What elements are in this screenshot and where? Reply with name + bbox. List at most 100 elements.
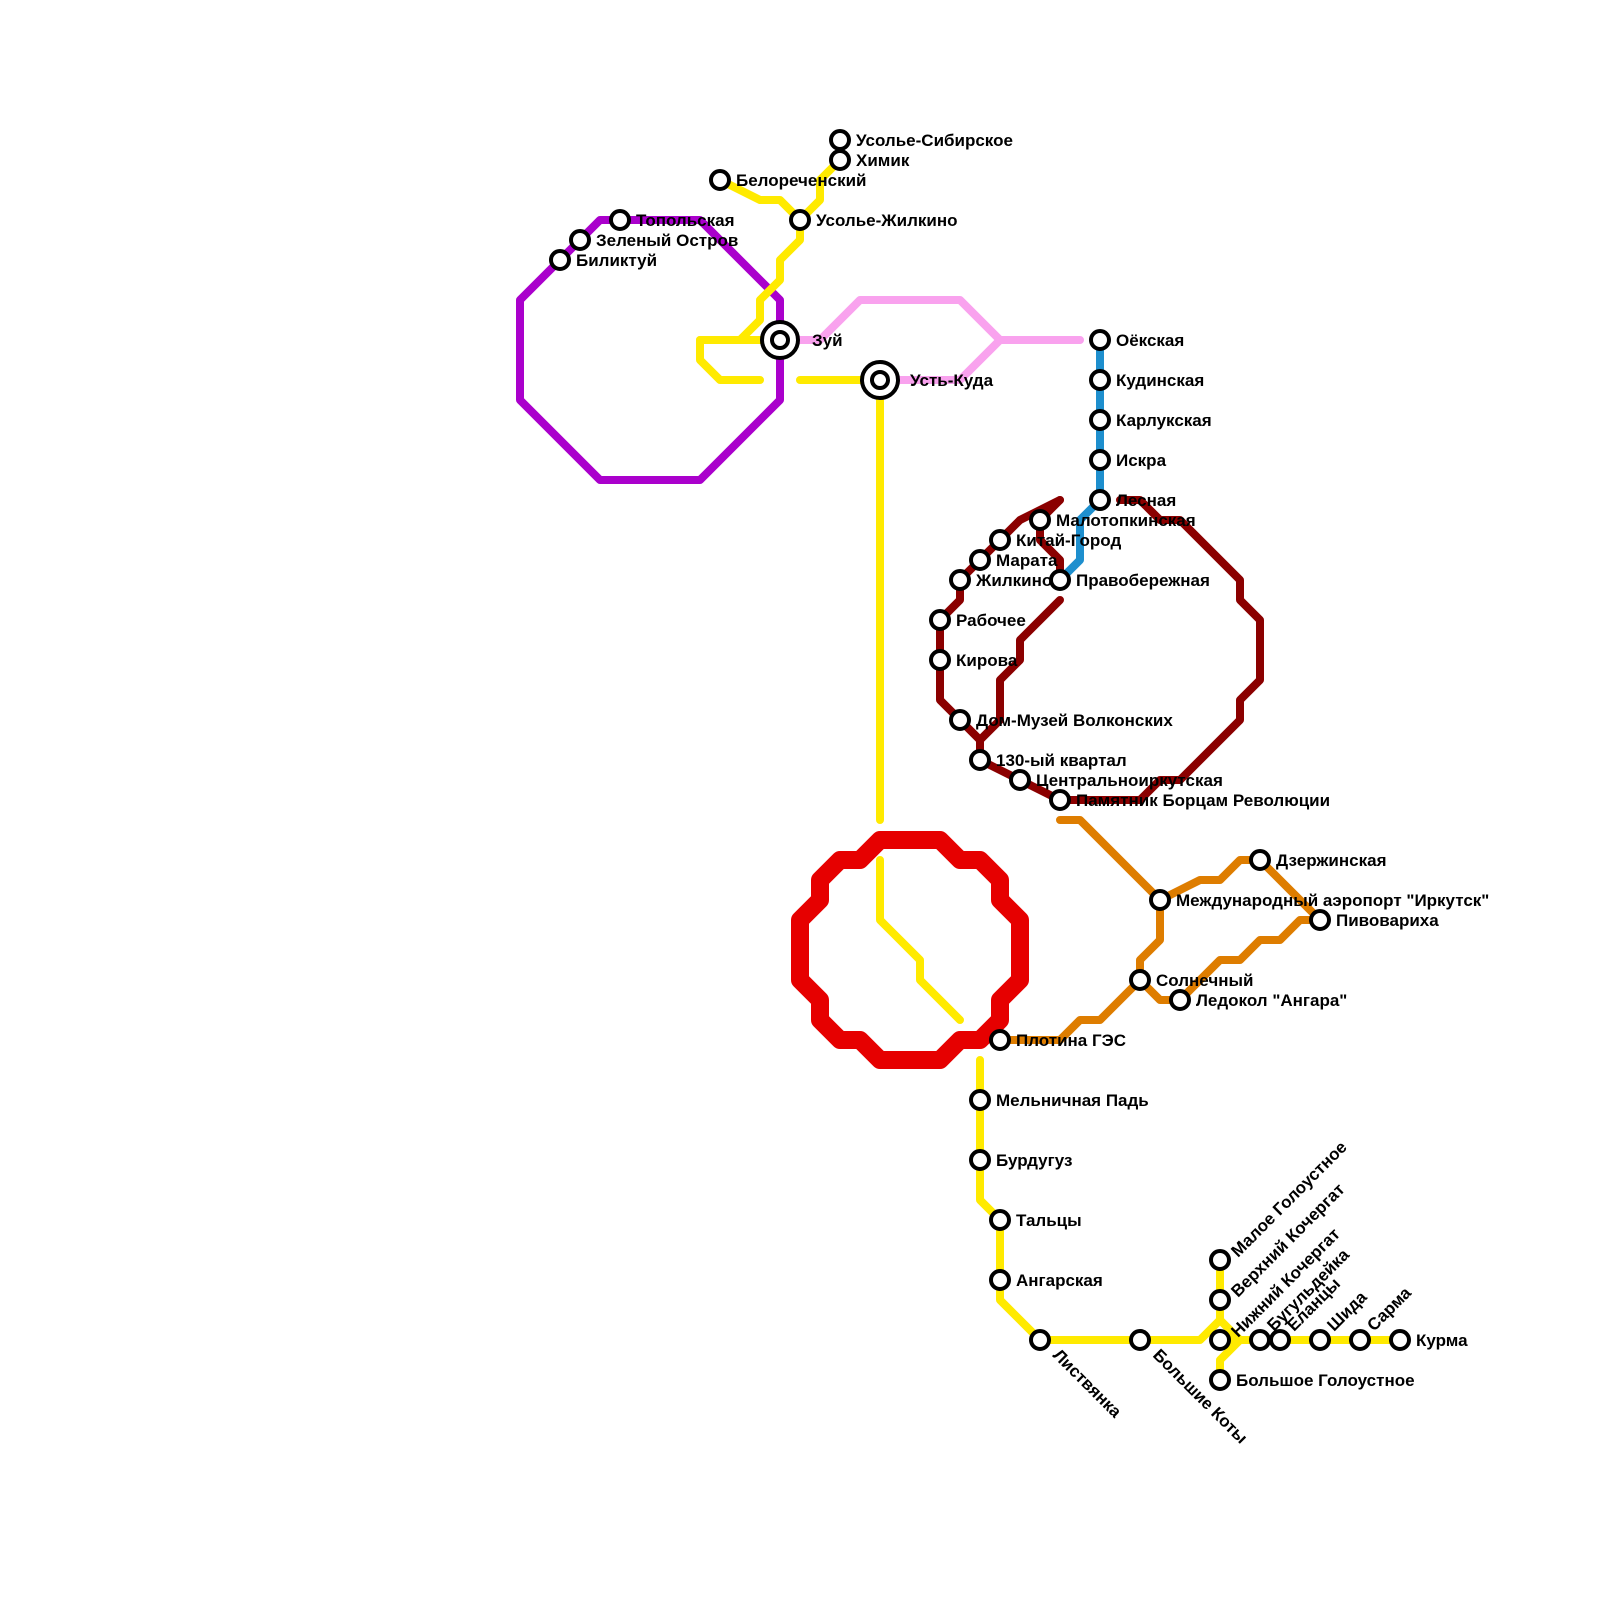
- station-listvyanka[interactable]: [1029, 1329, 1051, 1351]
- station-khimik[interactable]: [829, 149, 851, 171]
- station-plotina-ges[interactable]: [989, 1029, 1011, 1051]
- station-kitay-gorod[interactable]: [989, 529, 1011, 551]
- station-taltsy[interactable]: [989, 1209, 1011, 1231]
- label-oyokskaya: Оёкская: [1116, 331, 1184, 350]
- station-biliktuy[interactable]: [549, 249, 571, 271]
- station-belorechensky[interactable]: [709, 169, 731, 191]
- station-topolskaya[interactable]: [609, 209, 631, 231]
- label-usolye-sibirskoe: Усолье-Сибирское: [856, 131, 1013, 150]
- pink-line-branch: [876, 336, 1004, 384]
- label-kitay-gorod: Китай-Город: [1016, 531, 1121, 550]
- station-sarma[interactable]: [1349, 1329, 1371, 1351]
- label-angarskaya: Ангарская: [1016, 1271, 1103, 1290]
- station-130-kvartal[interactable]: [969, 749, 991, 771]
- station-marata[interactable]: [969, 549, 991, 571]
- station-elantsy[interactable]: [1269, 1329, 1291, 1351]
- orange-line-branch: [1156, 856, 1324, 924]
- station-oyokskaya[interactable]: [1089, 329, 1111, 351]
- interchange-ust-kuda-inner: [870, 370, 890, 390]
- yellow-line-central: [796, 376, 884, 824]
- station-pravoberezhnaya[interactable]: [1049, 569, 1071, 591]
- interchange-zuy-inner: [770, 330, 790, 350]
- station-zhilkino[interactable]: [949, 569, 971, 591]
- pink-line: [776, 296, 1084, 344]
- station-rabochee[interactable]: [929, 609, 951, 631]
- label-khimik: Химик: [856, 151, 910, 170]
- label-kurma: Курма: [1416, 1331, 1468, 1350]
- label-bolshie-koty: Большие Коты: [1149, 1345, 1251, 1447]
- label-biliktuy: Биликтуй: [576, 251, 657, 270]
- label-dom-muzey: Дом-Музей Волконских: [976, 711, 1173, 730]
- station-kudinskaya[interactable]: [1089, 369, 1111, 391]
- station-maloe-goloustnoe[interactable]: [1209, 1249, 1231, 1271]
- label-malotopkinskaya: Малотопкинская: [1056, 511, 1196, 530]
- station-solnechny[interactable]: [1129, 969, 1151, 991]
- label-karlukskaya: Карлукская: [1116, 411, 1212, 430]
- station-pivovarikha[interactable]: [1309, 909, 1331, 931]
- label-bolshoe-goloustnoe: Большое Голоустное: [1236, 1371, 1415, 1390]
- station-usolye-zhilkino[interactable]: [789, 209, 811, 231]
- label-pravoberezhnaya: Правобережная: [1076, 571, 1210, 590]
- label-burdugus: Бурдугуз: [996, 1151, 1072, 1170]
- label-airport: Международный аэропорт "Иркутск": [1176, 891, 1489, 910]
- label-listvyanka: Листвянка: [1049, 1345, 1125, 1421]
- station-kirova[interactable]: [929, 649, 951, 671]
- label-dzerzhinskaya: Дзержинская: [1276, 851, 1386, 870]
- label-solnechny: Солнечный: [1156, 971, 1253, 990]
- station-melnichnaya-pad[interactable]: [969, 1089, 991, 1111]
- station-airport[interactable]: [1149, 889, 1171, 911]
- label-pivovarikha: Пивовариха: [1336, 911, 1439, 930]
- label-belorechensky: Белореченский: [736, 171, 867, 190]
- blue-line: [1056, 336, 1104, 584]
- label-kirova: Кирова: [956, 651, 1018, 670]
- yellow-line-inner: [876, 856, 964, 1024]
- station-bolshie-koty[interactable]: [1129, 1329, 1151, 1351]
- label-zuy: Зуй: [812, 331, 843, 350]
- label-lesnaya: Лесная: [1116, 491, 1176, 510]
- label-melnichnaya-pad: Мельничная Падь: [996, 1091, 1149, 1110]
- station-zeleny-ostrov[interactable]: [569, 229, 591, 251]
- station-iskra[interactable]: [1089, 449, 1111, 471]
- station-shida[interactable]: [1309, 1329, 1331, 1351]
- label-zeleny-ostrov: Зеленый Остров: [596, 231, 738, 250]
- station-verkhny-kochergat[interactable]: [1209, 1289, 1231, 1311]
- red-ring-line: [791, 831, 1029, 1069]
- label-taltsy: Тальцы: [1016, 1211, 1082, 1230]
- label-marata: Марата: [996, 551, 1058, 570]
- station-ledokol[interactable]: [1169, 989, 1191, 1011]
- station-usolye-sibirskoe[interactable]: [829, 129, 851, 151]
- label-sarma: Сарма: [1363, 1283, 1415, 1335]
- label-centralnoirkutskaya: Центральноиркутская: [1036, 771, 1223, 790]
- label-plotina-ges: Плотина ГЭС: [1016, 1031, 1126, 1050]
- station-kurma[interactable]: [1389, 1329, 1411, 1351]
- station-malotopkinskaya[interactable]: [1029, 509, 1051, 531]
- label-topolskaya: Топольская: [636, 211, 735, 230]
- label-rabochee: Рабочее: [956, 611, 1026, 630]
- station-burdugus[interactable]: [969, 1149, 991, 1171]
- station-lesnaya[interactable]: [1089, 489, 1111, 511]
- label-pamyatnik: Памятник Борцам Революции: [1076, 791, 1330, 810]
- label-kudinskaya: Кудинская: [1116, 371, 1204, 390]
- station-dom-muzey[interactable]: [949, 709, 971, 731]
- station-karlukskaya[interactable]: [1089, 409, 1111, 431]
- label-ledokol: Ледокол "Ангара": [1196, 991, 1347, 1010]
- station-angarskaya[interactable]: [989, 1269, 1011, 1291]
- yellow-line-belorechensky: [716, 176, 804, 224]
- label-usolye-zhilkino: Усолье-Жилкино: [816, 211, 958, 230]
- yellow-line-north: [696, 156, 844, 384]
- label-ust-kuda: Усть-Куда: [910, 371, 994, 390]
- station-dzerzhinskaya[interactable]: [1249, 849, 1271, 871]
- station-bolshoe-goloustnoe[interactable]: [1209, 1369, 1231, 1391]
- station-nizhny-kochergat[interactable]: [1209, 1329, 1231, 1351]
- station-pamyatnik[interactable]: [1049, 789, 1071, 811]
- station-bugulydeyka[interactable]: [1249, 1329, 1271, 1351]
- label-130-kvartal: 130-ый квартал: [996, 751, 1127, 770]
- orange-line-south: [996, 976, 1144, 1044]
- label-iskra: Искра: [1116, 451, 1167, 470]
- label-zhilkino: Жилкино: [975, 571, 1052, 590]
- stations: [549, 129, 1411, 1391]
- maroon-line-inner: [976, 596, 1064, 744]
- station-centralnoirkutskaya[interactable]: [1009, 769, 1031, 791]
- purple-ring-line: [516, 216, 784, 484]
